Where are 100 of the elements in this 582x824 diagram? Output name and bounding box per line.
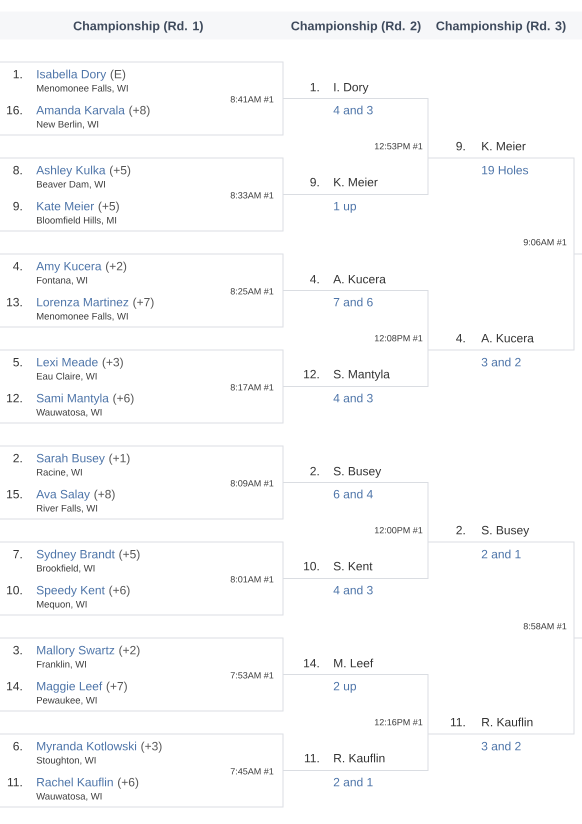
player-score: (+8) <box>94 490 115 501</box>
player-score: (+5) <box>110 166 130 177</box>
hometown: Brookfield, WI <box>36 564 94 573</box>
match-result: 4 and 3 <box>333 586 373 594</box>
column-heading: Championship (Rd. 1) <box>74 21 203 33</box>
player-name: R. Kauflin <box>482 718 532 726</box>
player-name: Myranda Kotlowski <box>37 742 136 753</box>
seed-number: 2. <box>456 526 465 534</box>
player-name: S. Busey <box>482 526 530 537</box>
player-score: (+2) <box>119 646 140 657</box>
player-name: Isabella Dory <box>37 70 106 81</box>
seed-number: 13. <box>7 298 22 306</box>
seed-number: 7. <box>13 550 22 558</box>
player-name: Amanda Karvala <box>36 106 125 114</box>
match-result: 2 and 1 <box>334 778 373 786</box>
tee-time: 7:45AM #1 <box>230 768 274 774</box>
match-result: 4 and 3 <box>333 106 373 114</box>
player-name: Sarah Busey <box>36 454 105 465</box>
player-name: Lexi Meade <box>37 358 98 366</box>
player-name: Maggie Leef <box>37 682 102 693</box>
seed-number: 3. <box>13 646 22 654</box>
hometown: Franklin, WI <box>36 660 86 669</box>
hometown: Beaver Dam, WI <box>36 180 105 189</box>
seed-number: 2. <box>310 466 319 476</box>
seed-number: 14. <box>7 682 22 690</box>
player-score: (+6) <box>118 778 138 789</box>
seed-number: 11. <box>304 754 319 762</box>
tee-time: 8:41AM #1 <box>230 96 274 102</box>
hometown: Racine, WI <box>36 468 82 477</box>
player-name: Sami Mantyla <box>36 394 109 405</box>
hometown: Stoughton, WI <box>36 756 96 766</box>
player-name: Sydney Brandt <box>36 550 115 561</box>
hometown: Menomonee Falls, WI <box>36 84 128 93</box>
seed-number: 5. <box>13 358 22 366</box>
seed-number: 11. <box>450 718 465 726</box>
hometown: River Falls, WI <box>36 504 98 513</box>
seed-number: 8. <box>13 166 22 174</box>
tee-time: 8:33AM #1 <box>230 192 274 198</box>
seed-number: 4. <box>13 262 22 270</box>
hometown: Eau Claire, WI <box>36 372 97 381</box>
player-score: (+3) <box>102 358 123 369</box>
player-name: M. Leef <box>334 658 374 668</box>
hometown: Bloomfield Hills, MI <box>36 216 116 225</box>
tee-time: 12:00PM #1 <box>374 527 422 534</box>
match-result: 3 and 2 <box>482 358 521 366</box>
hometown: Pewaukee, WI <box>36 696 97 705</box>
player-score: (+7) <box>106 682 127 693</box>
column-heading: Championship (Rd. 3) <box>436 21 566 33</box>
player-score: (+5) <box>119 550 140 561</box>
hometown: Menomonee Falls, WI <box>36 312 128 321</box>
seed-number: 1. <box>14 70 22 78</box>
player-name: Mallory Swartz <box>37 646 114 657</box>
hometown: Wauwatosa, WI <box>36 792 102 801</box>
player-name: Ashley Kulka <box>36 166 106 177</box>
seed-number: 12. <box>7 394 22 402</box>
seed-number: 6. <box>13 742 22 750</box>
seed-number: 1. <box>310 83 319 92</box>
seed-number: 14. <box>304 659 319 668</box>
player-score: (+6) <box>113 394 134 405</box>
player-score: (E) <box>110 70 126 81</box>
tee-time: 8:17AM #1 <box>230 384 274 390</box>
player-name: I. Dory <box>334 83 368 94</box>
tee-time: 7:53AM #1 <box>230 672 274 678</box>
match-result: 7 and 6 <box>334 298 373 306</box>
seed-number: 9. <box>310 178 319 186</box>
player-name: R. Kauflin <box>334 754 384 762</box>
tee-time: 12:08PM #1 <box>374 335 422 342</box>
player-name: Ava Salay <box>36 490 90 501</box>
player-score: (+8) <box>129 106 150 117</box>
player-score: (+7) <box>133 298 154 309</box>
tee-time: 8:25AM #1 <box>230 288 274 294</box>
hometown: Fontana, WI <box>36 276 88 285</box>
tee-time: 12:16PM #1 <box>374 719 422 726</box>
match-result: 2 up <box>334 682 356 693</box>
match-result: 2 and 1 <box>482 550 521 558</box>
seed-number: 15. <box>7 490 22 498</box>
match-result: 3 and 2 <box>482 742 521 750</box>
player-score: (+6) <box>109 586 130 597</box>
player-name: Lorenza Martinez <box>37 298 128 306</box>
tee-time: 8:09AM #1 <box>230 480 274 486</box>
hometown: Wauwatosa, WI <box>36 408 102 417</box>
match-result: 4 and 3 <box>333 394 373 402</box>
hometown: Mequon, WI <box>36 600 87 610</box>
player-name: S. Mantyla <box>334 370 390 381</box>
seed-number: 9. <box>13 202 22 210</box>
tee-time: 12:53PM #1 <box>374 143 422 150</box>
player-score: (+2) <box>106 262 126 273</box>
tee-time: 8:01AM #1 <box>230 576 274 582</box>
player-name: Amy Kucera <box>36 262 102 273</box>
seed-number: 16. <box>7 106 22 114</box>
seed-number: 11. <box>8 778 22 786</box>
seed-number: 4. <box>456 334 465 342</box>
match-result: 19 Holes <box>482 166 528 174</box>
seed-number: 10. <box>304 562 319 570</box>
player-score: (+1) <box>109 454 130 465</box>
match-result: 6 and 4 <box>334 490 373 498</box>
player-name: A. Kucera <box>333 275 386 284</box>
seed-number: 10. <box>7 586 22 594</box>
player-name: Kate Meier <box>37 202 94 210</box>
player-name: Rachel Kauflin <box>37 778 113 786</box>
